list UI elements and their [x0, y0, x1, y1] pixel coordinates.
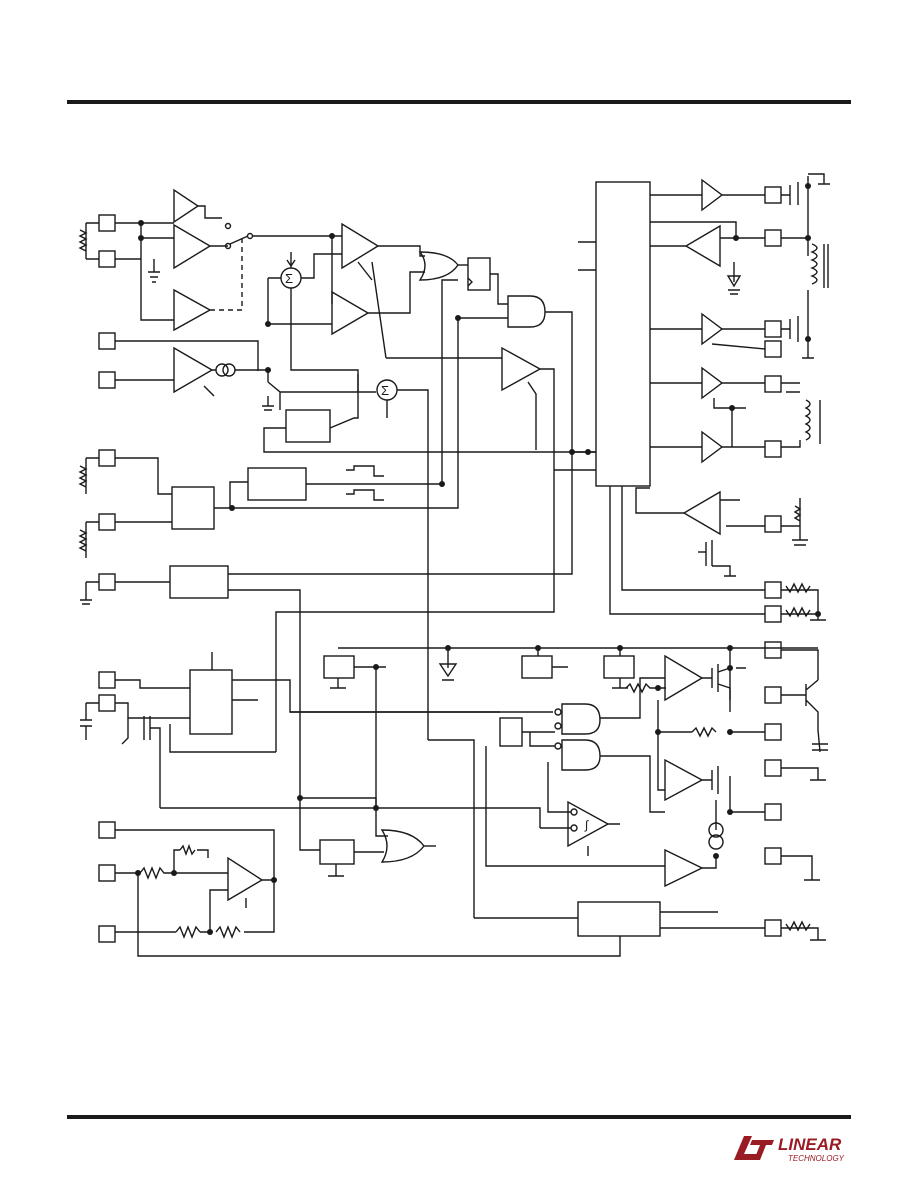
reference-section [323, 647, 828, 813]
input-amplifiers [78, 188, 342, 332]
top-rule [67, 100, 851, 104]
sync-block [169, 565, 229, 599]
control-logic-block [595, 181, 651, 487]
error-amp-section [115, 340, 376, 411]
timer-block [577, 901, 661, 937]
linear-technology-logo: LINEAR TECHNOLOGY [734, 1135, 845, 1163]
junction-dots [135, 183, 821, 935]
bottom-rule [67, 1115, 851, 1119]
right-pins [764, 186, 782, 937]
current-sense-amp [275, 261, 555, 752]
oscillator-block [171, 486, 215, 530]
oscillator-section [78, 241, 596, 851]
ramp-generator [285, 409, 331, 443]
gate-drivers [609, 173, 830, 621]
fault-logic: ∫ [290, 677, 820, 918]
restart-logic [137, 797, 826, 957]
left-pins [98, 214, 116, 943]
uvlo-block [189, 669, 233, 735]
lt-logo-mark [734, 1136, 774, 1160]
schmitt-symbol: ∫ [584, 818, 589, 832]
logo-word: LINEAR [778, 1135, 842, 1154]
latch [467, 257, 491, 291]
pwm-comparators [268, 222, 573, 452]
logo-subword: TECHNOLOGY [788, 1154, 845, 1163]
and-gate-top [507, 295, 546, 328]
sigma-label: Σ [285, 271, 293, 286]
soft-start-block [80, 652, 553, 828]
feedback-amp [115, 829, 275, 939]
slope-comp-block [247, 467, 307, 501]
sigma-label-2: Σ [381, 383, 389, 398]
